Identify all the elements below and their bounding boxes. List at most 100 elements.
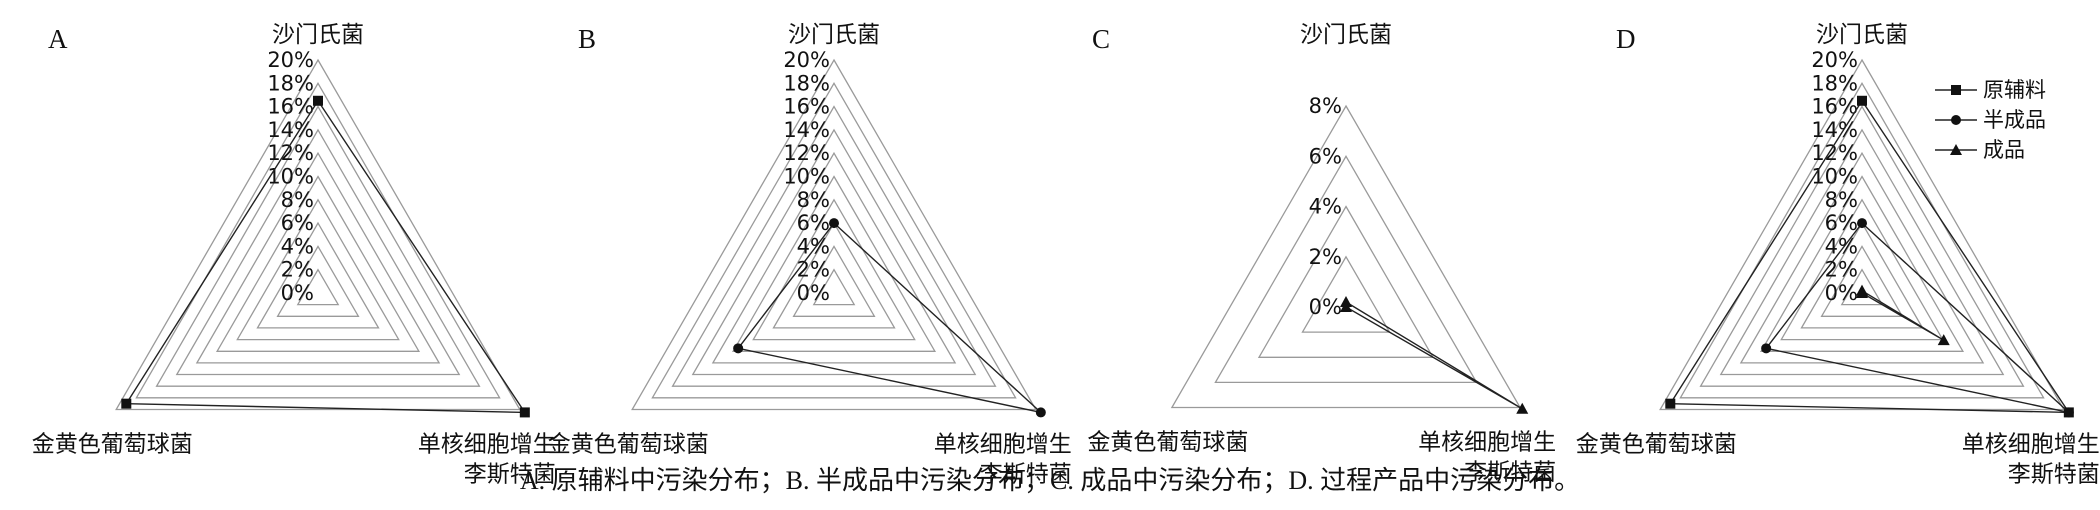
data-point bbox=[519, 407, 530, 418]
grid-ring bbox=[1780, 198, 1944, 341]
data-point bbox=[1937, 334, 1950, 346]
data-point bbox=[1856, 287, 1868, 298]
grid-ring bbox=[1679, 82, 2045, 399]
tick-label: 10% bbox=[267, 165, 314, 189]
radar-panel-b: B0%2%4%6%8%10%12%14%16%18%20%沙门氏菌单核细胞增生李… bbox=[548, 22, 1072, 488]
grid-ring bbox=[1759, 175, 1965, 352]
panel-label: D bbox=[1616, 24, 1636, 54]
grid-ring bbox=[1257, 205, 1435, 358]
tick-label: 14% bbox=[267, 118, 314, 142]
grid-ring bbox=[631, 58, 1037, 411]
axis-label-top: 沙门氏菌 bbox=[788, 22, 880, 48]
tick-label: 8% bbox=[1309, 94, 1342, 118]
tick-label: 4% bbox=[1309, 195, 1342, 219]
tick-label: 0% bbox=[797, 281, 830, 305]
data-point bbox=[1516, 402, 1529, 414]
tick-label: 6% bbox=[1309, 144, 1342, 168]
tick-label: 8% bbox=[281, 188, 314, 212]
axis-label-bottom-right: 单核细胞增生李斯特菌 bbox=[934, 432, 1072, 488]
panel-label: B bbox=[578, 24, 596, 54]
tick-label: 0% bbox=[1825, 281, 1858, 305]
data-point bbox=[1035, 407, 1046, 418]
grid-ring bbox=[155, 105, 481, 387]
series-line bbox=[125, 99, 527, 414]
figure-caption: A. 原辅料中污染分布；B. 半成品中污染分布；C. 成品中污染分布；D. 过程… bbox=[519, 466, 1581, 495]
data-point bbox=[733, 343, 744, 354]
tick-label: 6% bbox=[281, 211, 314, 235]
data-point bbox=[1857, 218, 1867, 229]
grid-ring bbox=[1719, 128, 2005, 376]
axis-label-bottom-right: 单核细胞增生李斯特菌 bbox=[1418, 430, 1556, 486]
grid-ring bbox=[651, 82, 1017, 399]
grid-ring bbox=[115, 58, 521, 411]
legend-marker bbox=[1950, 144, 1962, 155]
data-point bbox=[1340, 301, 1352, 312]
tick-label: 20% bbox=[783, 48, 830, 72]
tick-label: 4% bbox=[1825, 234, 1858, 258]
grid-ring bbox=[731, 175, 937, 352]
legend-marker bbox=[1951, 115, 1961, 125]
tick-label: 14% bbox=[783, 118, 830, 142]
tick-label: 0% bbox=[281, 281, 314, 305]
tick-label: 2% bbox=[281, 258, 314, 282]
legend-marker bbox=[1951, 85, 1961, 95]
grid-ring bbox=[1840, 268, 1884, 306]
tick-label: 0% bbox=[1309, 295, 1342, 319]
tick-label: 6% bbox=[1825, 211, 1858, 235]
axis-label-bottom-right: 单核细胞增生李斯特菌 bbox=[418, 432, 556, 488]
series-line bbox=[1345, 300, 1523, 410]
data-point bbox=[1857, 95, 1867, 106]
grid-ring bbox=[772, 221, 896, 329]
series-line bbox=[1669, 99, 2071, 414]
legend-label: 半成品 bbox=[1983, 108, 2046, 132]
grid-ring bbox=[175, 128, 461, 376]
axis-label-bottom-right: 单核细胞增生李斯特菌 bbox=[1962, 432, 2100, 488]
tick-label: 16% bbox=[267, 95, 314, 119]
grid-ring bbox=[812, 268, 856, 306]
tick-label: 8% bbox=[1825, 188, 1858, 212]
tick-label: 6% bbox=[797, 211, 830, 235]
axis-label-bottom-left: 金黄色葡萄球菌 bbox=[1087, 430, 1248, 456]
axis-label-top: 沙门氏菌 bbox=[1816, 22, 1908, 48]
tick-label: 18% bbox=[267, 71, 314, 95]
tick-label: 4% bbox=[281, 234, 314, 258]
tick-label: 16% bbox=[783, 95, 830, 119]
grid-ring bbox=[236, 198, 400, 341]
grid-ring bbox=[195, 151, 441, 364]
tick-label: 4% bbox=[797, 234, 830, 258]
grid-ring bbox=[256, 221, 380, 329]
data-point bbox=[2063, 407, 2074, 418]
grid-ring bbox=[1170, 104, 1522, 409]
series-line bbox=[736, 222, 1044, 414]
tick-label: 2% bbox=[1309, 245, 1342, 269]
tick-label: 10% bbox=[783, 165, 830, 189]
data-point bbox=[313, 95, 323, 106]
data-point bbox=[121, 398, 132, 409]
grid-ring bbox=[752, 198, 916, 341]
tick-label: 20% bbox=[267, 48, 314, 72]
axis-label-top: 沙门氏菌 bbox=[272, 22, 364, 48]
data-point bbox=[829, 218, 839, 229]
grid-ring bbox=[1214, 155, 1478, 384]
grid-ring bbox=[711, 151, 957, 364]
grid-ring bbox=[1800, 221, 1924, 329]
tick-label: 20% bbox=[1811, 48, 1858, 72]
panel-label: A bbox=[48, 24, 68, 54]
series-line bbox=[1861, 289, 1945, 341]
grid-ring bbox=[215, 175, 421, 352]
grid-ring bbox=[792, 245, 876, 317]
tick-label: 16% bbox=[1811, 95, 1858, 119]
tick-label: 2% bbox=[1825, 258, 1858, 282]
data-point bbox=[1665, 398, 1676, 409]
grid-ring bbox=[1699, 105, 2025, 387]
axis-label-top: 沙门氏菌 bbox=[1300, 22, 1392, 48]
series-line bbox=[1764, 222, 2072, 414]
legend-label: 成品 bbox=[1983, 138, 2025, 162]
grid-ring bbox=[671, 105, 997, 387]
data-point bbox=[1761, 343, 1772, 354]
tick-label: 10% bbox=[1811, 165, 1858, 189]
axis-label-bottom-left: 金黄色葡萄球菌 bbox=[1576, 432, 1737, 458]
grid-ring bbox=[296, 268, 340, 306]
axis-label-bottom-left: 金黄色葡萄球菌 bbox=[32, 432, 193, 458]
